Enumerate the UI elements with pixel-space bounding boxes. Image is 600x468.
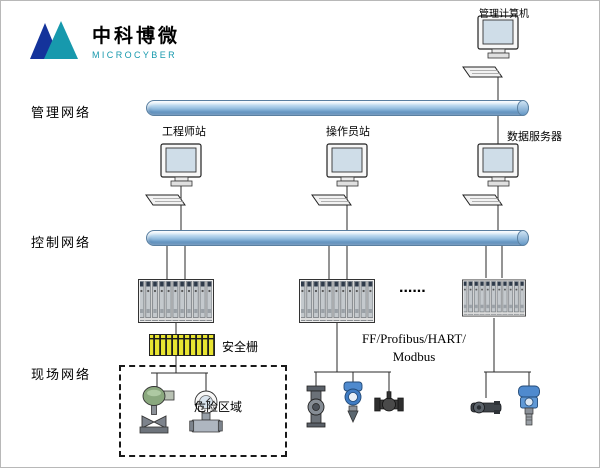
logo-text: 中科博微 MICROCYBER xyxy=(92,21,180,60)
engineer-station-icon xyxy=(144,143,204,207)
controller-rack-3-icon xyxy=(462,278,526,318)
ball-valve-icon xyxy=(374,391,404,417)
operator-station-icon xyxy=(310,143,370,207)
fieldbus-protocols-line2: Modbus xyxy=(392,349,436,365)
hazard-area-boundary xyxy=(119,365,287,457)
logo-title: 中科博微 xyxy=(92,25,181,47)
logo-subtitle: MICROCYBER xyxy=(92,49,178,60)
control-network-bus xyxy=(146,230,529,246)
management-network-bus xyxy=(146,100,529,116)
controllers-ellipsis: ...... xyxy=(399,279,426,296)
flow-meter-icon xyxy=(189,390,223,436)
safety-barrier-label: 安全栅 xyxy=(222,340,259,354)
controller-rack-2-icon xyxy=(299,279,375,323)
data-server-icon xyxy=(461,143,521,207)
pressure-transmitter-icon xyxy=(516,385,542,429)
engineer-station-label: 工程师站 xyxy=(162,126,206,138)
control-valve-icon xyxy=(139,385,175,435)
management-computer-icon xyxy=(461,15,521,79)
bus-end-cap xyxy=(517,230,529,246)
control-network-label: 控制网络 xyxy=(31,235,92,250)
safety-barrier-icon xyxy=(149,334,215,356)
field-network-label: 现场网络 xyxy=(31,367,92,382)
controller-rack-1-icon xyxy=(138,279,214,323)
logo-mark-icon xyxy=(30,21,78,59)
fieldbus-protocols: FF/Profibus/HART/ Modbus xyxy=(353,330,475,366)
logo: 中科博微 MICROCYBER xyxy=(29,19,180,61)
bus-end-cap xyxy=(517,100,529,116)
fieldbus-protocols-line1: FF/Profibus/HART/ xyxy=(362,331,466,346)
management-computer-label: 管理计算机 xyxy=(479,9,529,20)
data-server-label: 数据服务器 xyxy=(507,131,562,143)
hazard-area-label: 危险区域 xyxy=(194,400,243,414)
flow-sensor-icon xyxy=(470,397,502,417)
dp-transmitter-icon xyxy=(340,381,366,423)
operator-station-label: 操作员站 xyxy=(326,126,370,138)
butterfly-valve-icon xyxy=(304,385,328,429)
management-network-label: 管理网络 xyxy=(31,105,92,120)
